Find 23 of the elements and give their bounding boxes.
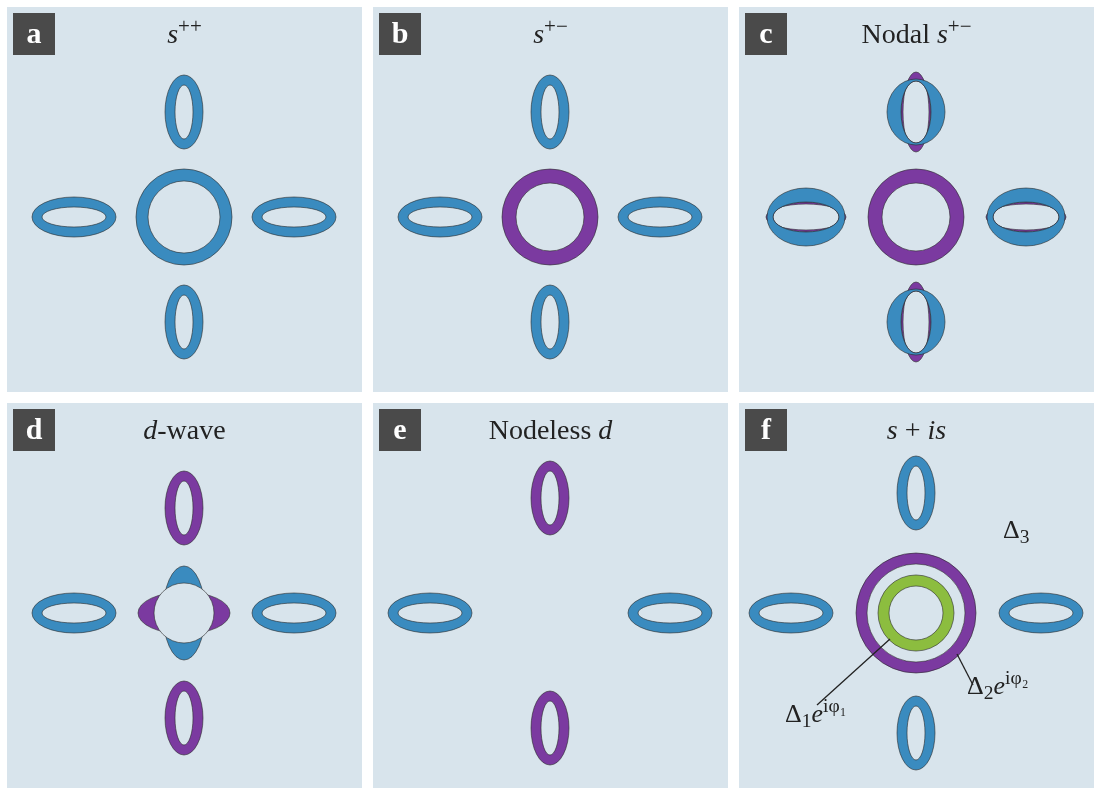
hole-pocket — [877, 574, 955, 652]
panel — [7, 403, 362, 788]
panel-title: Nodal s$^{+−}$ — [860, 17, 973, 51]
panel-letter: b — [379, 13, 421, 55]
gap-label: Δ$_{1}$e$^{iφ₁}$ — [785, 699, 847, 729]
panel-letter: e — [379, 409, 421, 451]
panel-letter: d — [13, 409, 55, 451]
panel-letter: f — [745, 409, 787, 451]
panel-title: d-wave — [142, 413, 227, 447]
panel — [7, 7, 362, 392]
panel — [373, 7, 728, 392]
panel-title: s$^{++}$ — [166, 17, 203, 51]
panel-title: s$^{+−}$ — [532, 17, 569, 51]
panel — [373, 403, 728, 788]
panel-letter: c — [745, 13, 787, 55]
gap-label: Δ$_{2}$e$^{iφ₂}$ — [967, 671, 1029, 701]
gap-label: Δ$_{3}$ — [1003, 515, 1030, 545]
panel-letter: a — [13, 13, 55, 55]
panel-title: Nodeless d — [487, 413, 614, 447]
panel — [739, 403, 1094, 788]
panel — [739, 7, 1094, 392]
panel-title: s + is — [885, 413, 948, 447]
leader-line — [816, 638, 891, 706]
